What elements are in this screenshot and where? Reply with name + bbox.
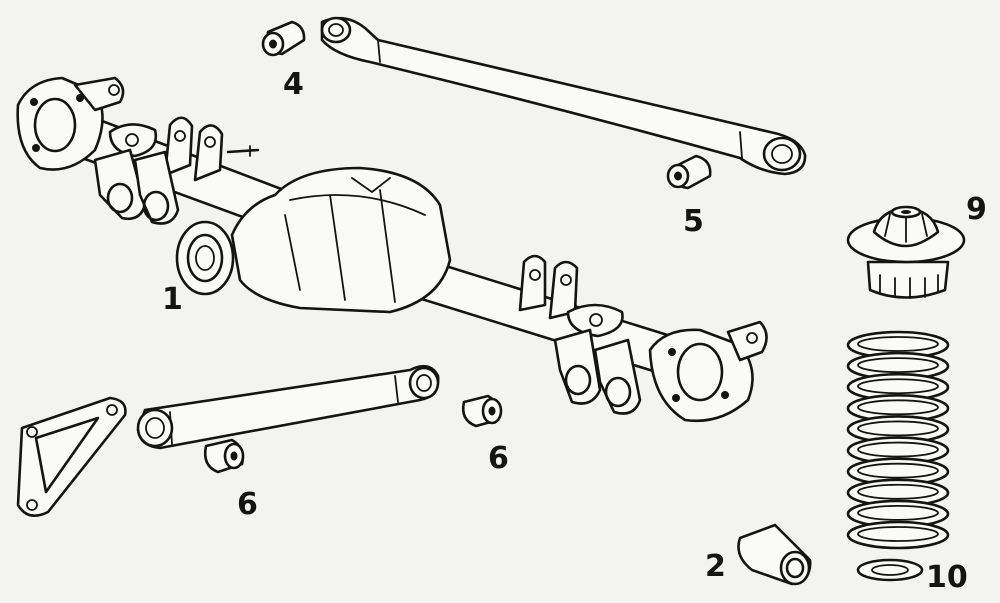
- spring-coil-turn: [846, 520, 950, 550]
- spring-coil-inner: [857, 420, 939, 437]
- callout-6-left: 6: [237, 487, 258, 522]
- bush-5: [666, 154, 712, 190]
- callout-6-right: 6: [488, 441, 509, 476]
- spring-coil-inner: [857, 336, 939, 352]
- rear-axle-assembly: [16, 76, 768, 423]
- mounting-bracket: [16, 396, 127, 517]
- lower-trailing-arm: [136, 364, 440, 450]
- bush-6-left: [203, 438, 245, 474]
- spring-coil-inner: [857, 462, 939, 479]
- spring-coil-inner: [857, 504, 939, 521]
- upper-trailing-arm: [320, 16, 807, 176]
- spring-coil-inner: [857, 483, 939, 500]
- spring-coil-inner: [857, 378, 939, 395]
- callout-4: 4: [283, 67, 304, 102]
- callout-2: 2: [705, 549, 726, 584]
- bush-2: [737, 523, 812, 586]
- spring-coil-inner: [857, 399, 939, 416]
- bush-4: [261, 20, 306, 57]
- callout-5: 5: [683, 204, 704, 239]
- bush-6-right: [461, 394, 503, 428]
- callout-10: 10: [926, 560, 968, 595]
- spring-coil-inner: [857, 441, 939, 458]
- callout-1: 1: [162, 282, 183, 317]
- callout-9: 9: [966, 192, 987, 227]
- spring-coil-inner: [857, 357, 939, 374]
- spring-washer: [856, 558, 924, 582]
- spring-coil-inner: [857, 526, 939, 542]
- spring-seat: [846, 205, 966, 299]
- coil-spring: [846, 330, 950, 550]
